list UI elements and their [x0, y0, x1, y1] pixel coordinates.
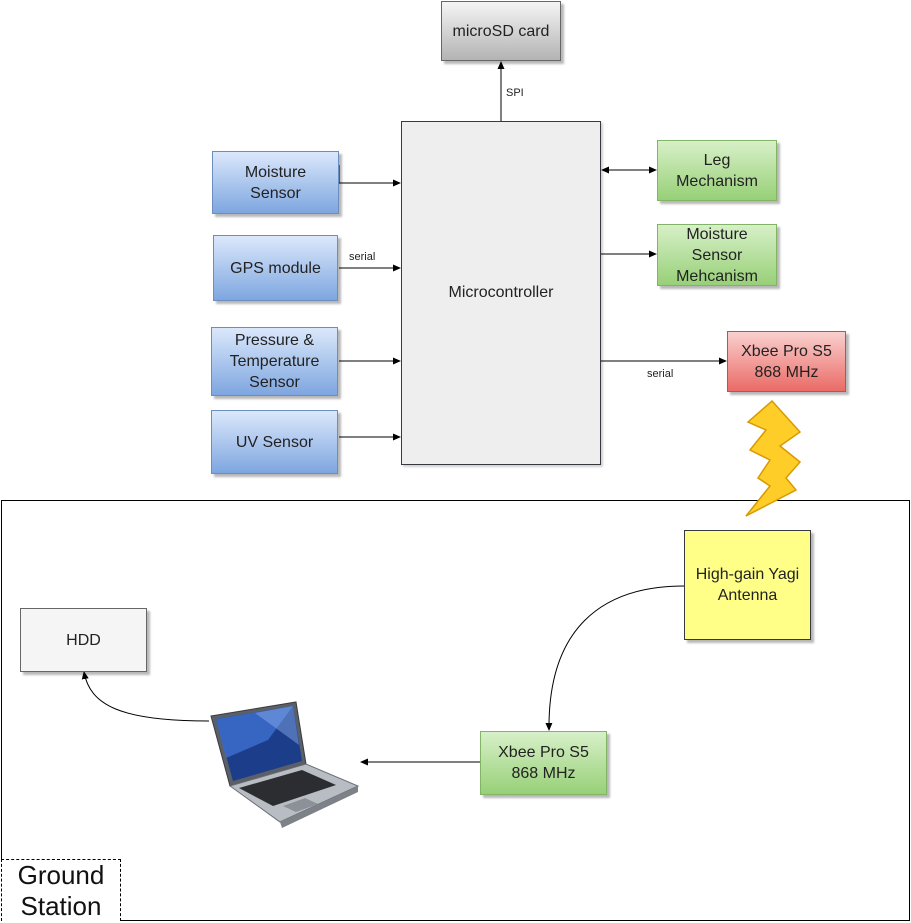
ground-station-group — [1, 500, 910, 921]
edge-label-gps-serial: serial — [349, 251, 376, 263]
uv-sensor-node: UV Sensor — [211, 410, 338, 474]
edge-label-spi: SPI — [506, 87, 524, 99]
edge-antenna-xbee — [545, 585, 685, 731]
edge-laptop-hdd — [81, 671, 210, 722]
lightning-bolt-icon — [745, 399, 802, 517]
laptop-icon — [210, 701, 360, 828]
microcontroller-label: Microcontroller — [448, 284, 554, 301]
microcontroller-node: Microcontroller — [401, 121, 601, 465]
edge-label-xbee-serial: serial — [647, 368, 674, 380]
xbee-rover-node: Xbee Pro S5 868 MHz — [727, 331, 846, 392]
xbee-ground-node: Xbee Pro S5 868 MHz — [480, 731, 607, 795]
hdd-node: HDD — [20, 608, 147, 672]
edge-moisture — [338, 165, 401, 187]
microsd-card-node: microSD card — [441, 1, 561, 61]
moisture-sensor-node: Moisture Sensor — [212, 151, 339, 214]
gps-module-node: GPS module — [213, 235, 338, 301]
yagi-antenna-node: High-gain Yagi Antenna — [684, 530, 811, 640]
ground-station-label: Ground Station — [1, 859, 121, 921]
pressure-temperature-sensor-node: Pressure & Temperature Sensor — [211, 327, 338, 396]
leg-mechanism-node: Leg Mechanism — [657, 140, 777, 201]
moisture-sensor-mechanism-node: Moisture Sensor Mehcanism — [657, 224, 777, 286]
